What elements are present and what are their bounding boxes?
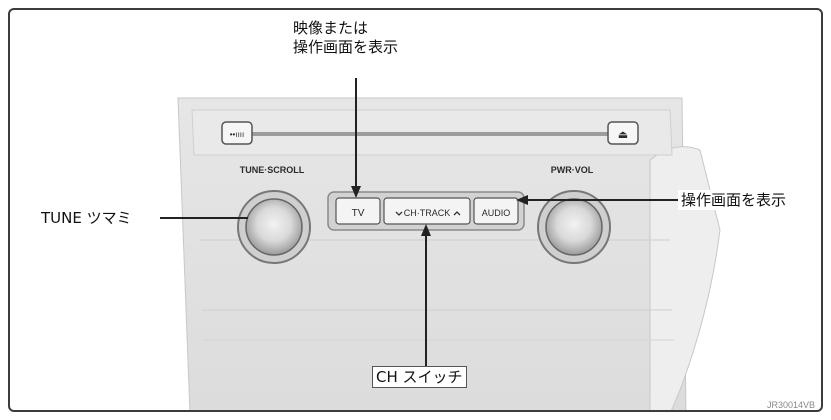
slot-icon: ••ıııı — [230, 130, 245, 139]
console-body — [177, 97, 687, 410]
disc-slot — [242, 132, 614, 136]
audio-panel-illustration: ••ıııı ⏏ TUNE·SCROLL PWR·VOL TV CH·TRACK… — [160, 78, 721, 410]
tv-button — [335, 197, 381, 225]
eject-icon: ⏏ — [618, 129, 628, 141]
audio-button — [473, 197, 519, 225]
callout-display-screen: 映像または 操作画面を表示 — [290, 18, 402, 58]
eject-button — [607, 121, 639, 145]
audio-button-label: AUDIO — [482, 208, 511, 218]
tv-button-label: TV — [352, 208, 365, 219]
tune-scroll-label: TUNE·SCROLL — [240, 165, 305, 175]
ch-track-button — [383, 197, 471, 225]
figure-code: JR30014VB — [766, 400, 815, 410]
figure-frame: ••ıııı ⏏ TUNE·SCROLL PWR·VOL TV CH·TRACK… — [8, 8, 823, 412]
ch-track-button-label: CH·TRACK — [404, 208, 451, 218]
pwr-vol-label: PWR·VOL — [551, 165, 594, 175]
callout-show-screen: 操作画面を表示 — [678, 190, 790, 210]
callout-ch-switch: CH スイッチ — [372, 366, 467, 388]
slot-button — [221, 121, 253, 145]
pwr-vol-knob — [545, 198, 603, 256]
tune-knob — [245, 198, 303, 256]
ch-up-icon — [453, 211, 461, 216]
callout-tune-knob: TUNE ツマミ — [38, 208, 135, 228]
ch-down-icon — [395, 211, 403, 216]
